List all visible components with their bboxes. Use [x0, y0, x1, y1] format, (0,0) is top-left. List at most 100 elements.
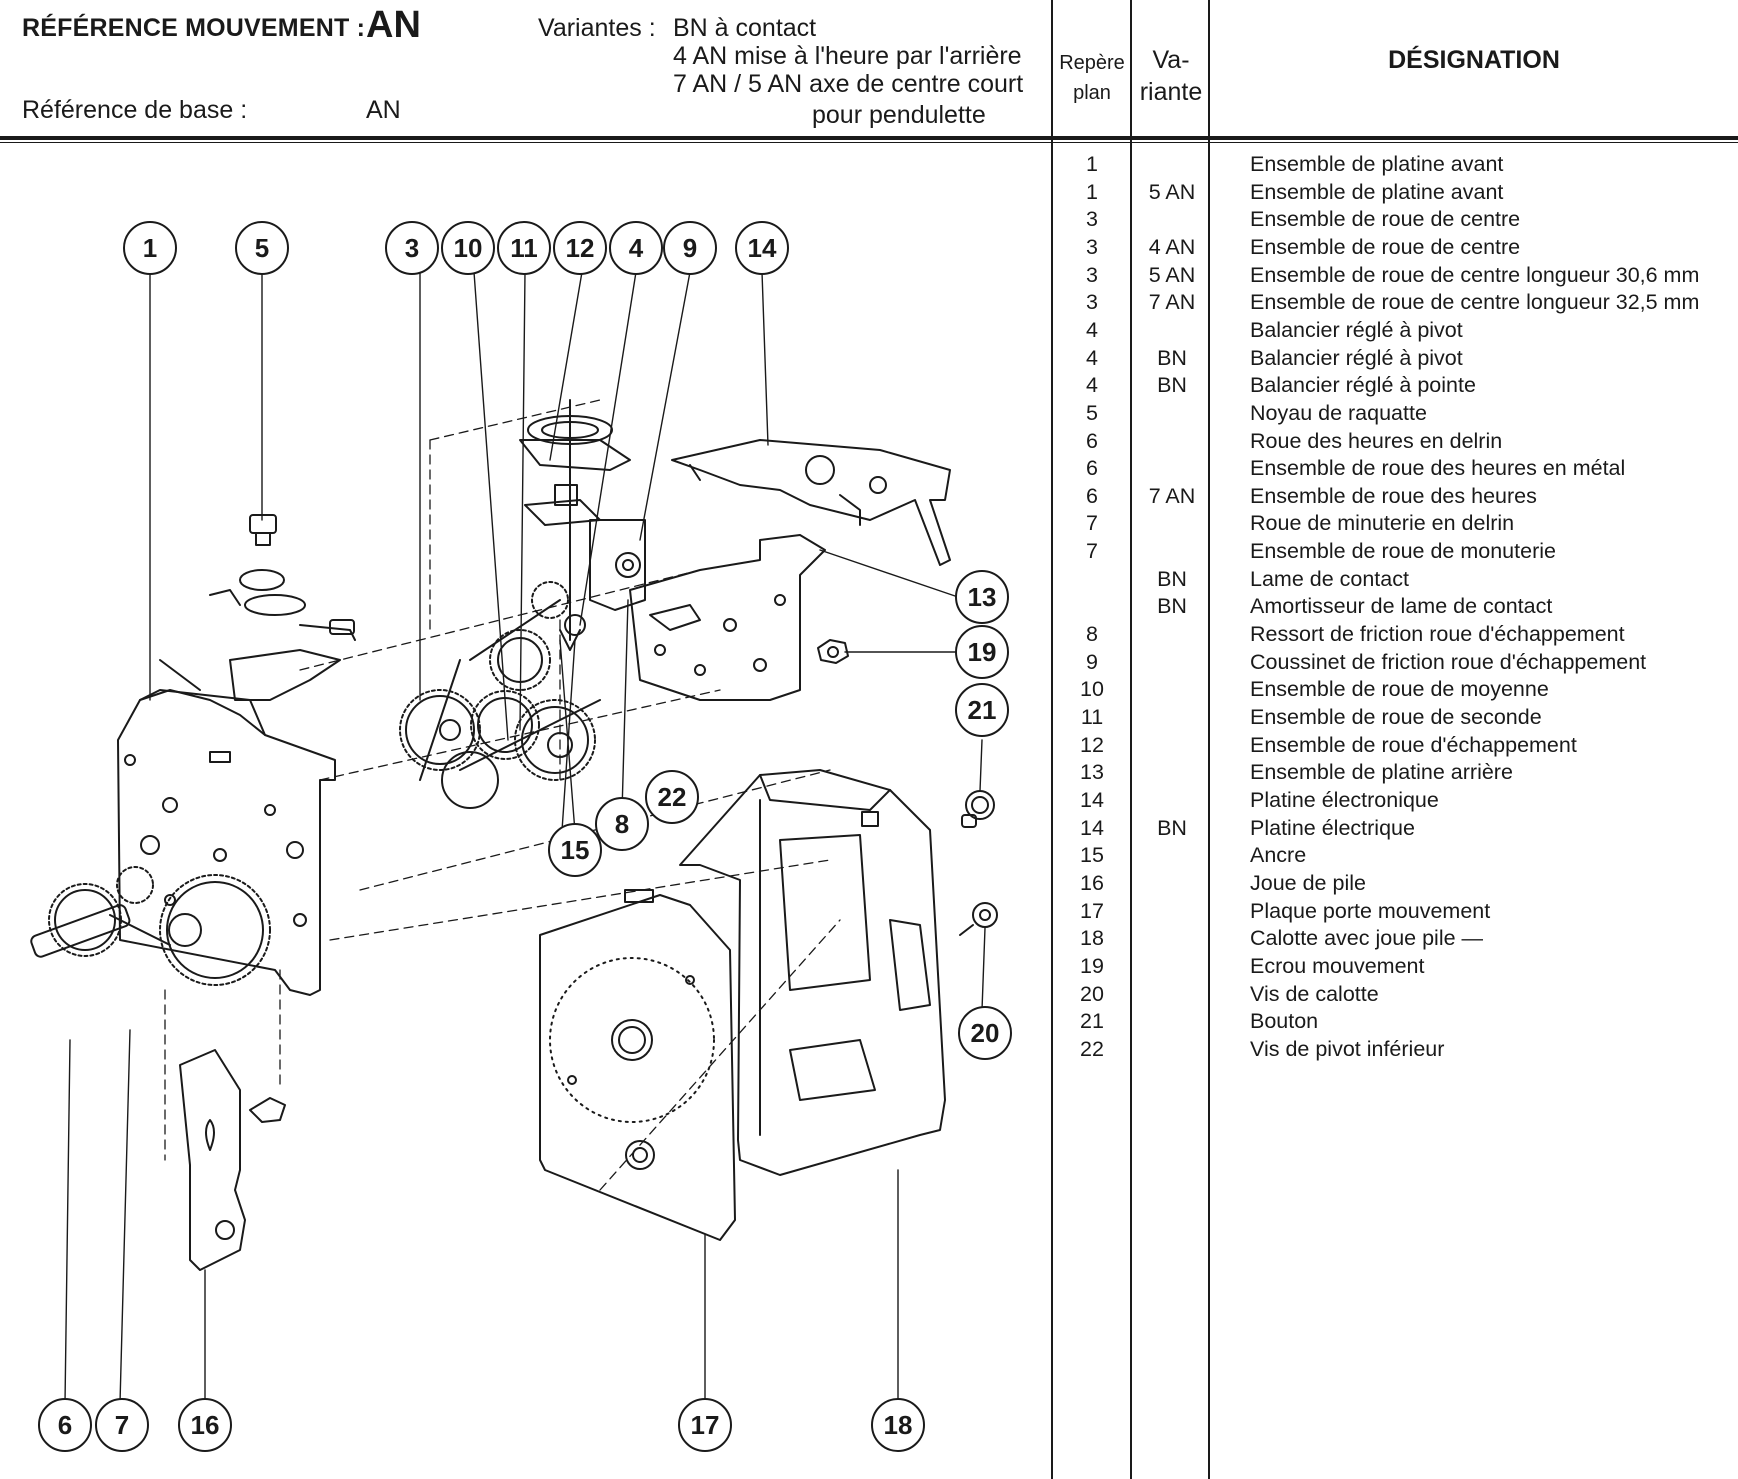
repere-cell: 14 [1080, 787, 1104, 812]
callout-number: 6 [58, 1410, 72, 1440]
reference-value: AN [366, 4, 421, 46]
base-reference-value: AN [366, 96, 401, 124]
callout-number: 1 [143, 233, 157, 263]
callout-number: 11 [510, 233, 538, 263]
callout-number: 17 [691, 1410, 720, 1440]
header-rule [0, 136, 1738, 140]
variante-line: pour pendulette [812, 101, 986, 129]
callout-number: 21 [968, 695, 997, 725]
repere-cell: 21 [1080, 1009, 1104, 1034]
callout-6: 6 [38, 1398, 92, 1452]
hour-wheels [30, 866, 271, 986]
knob [961, 790, 995, 828]
designation-cell: Platine électronique [1250, 787, 1439, 812]
callout-circle [235, 221, 289, 275]
callout-circle [38, 1398, 92, 1452]
callout-number: 4 [629, 233, 644, 263]
callout-11: 11 [497, 221, 551, 275]
designation-cell: Ensemble de roue de centre longueur 30,6… [1250, 262, 1700, 287]
designation-cell: Plaque porte mouvement [1250, 898, 1491, 923]
designation-cell: Lame de contact [1250, 566, 1409, 591]
repere-cell: 4 [1086, 317, 1098, 342]
repere-cell: 19 [1080, 953, 1104, 978]
callout-circle [595, 797, 649, 851]
callout-circle [955, 625, 1009, 679]
balance-bracket [589, 519, 646, 611]
designation-cell: Ressort de friction roue d'échappement [1250, 622, 1625, 647]
table-divider [1208, 0, 1210, 1479]
designation-cell: Ensemble de roue de seconde [1250, 705, 1542, 729]
designation-cell: Ensemble de roue de monuterie [1250, 539, 1556, 564]
variantes-label: Variantes : [538, 14, 656, 42]
designation-cell: Ensemble de roue des heures en métal [1250, 456, 1626, 481]
callout-circle [871, 1398, 925, 1452]
callout-number: 20 [971, 1018, 1000, 1048]
callout-circle [95, 1398, 149, 1452]
callout-circle [123, 221, 177, 275]
variante-cell: 7 AN [1148, 483, 1196, 508]
callout-circle [955, 570, 1009, 624]
column-header-repere-line1: Repère [1059, 52, 1125, 74]
repere-cell: 7 [1086, 539, 1098, 564]
callout-18: 18 [871, 1398, 925, 1452]
designation-cell: Balancier réglé à pointe [1250, 373, 1476, 398]
designation-cell: Ensemble de platine arrière [1250, 760, 1513, 785]
designation-cell: Ensemble de roue de centre longueur 32,5… [1250, 290, 1700, 315]
callout-1: 1 [123, 221, 177, 275]
repere-cell: 13 [1080, 760, 1104, 785]
table-row: 14 Platine électronique [1052, 787, 1738, 815]
callout-circle [735, 221, 789, 275]
variante-cell: 5 AN [1148, 262, 1196, 287]
case-screw [959, 902, 998, 936]
callout-circle [678, 1398, 732, 1452]
callout-8: 8 [595, 797, 649, 851]
repere-cell: 17 [1080, 898, 1104, 923]
repere-cell: 12 [1080, 732, 1104, 757]
designation-cell: Bouton [1250, 1009, 1319, 1034]
designation-cell: Coussinet de friction roue d'échappement [1250, 649, 1647, 674]
designation-cell: Calotte avec joue pile — [1250, 926, 1484, 951]
repere-cell: 5 [1086, 400, 1098, 425]
callout-22: 22 [645, 770, 699, 824]
designation-cell: Ensemble de roue de centre [1250, 207, 1521, 232]
table-row: 6 7 AN Ensemble de roue des heures [1052, 483, 1738, 511]
callout-13: 13 [955, 570, 1009, 624]
repere-cell: 8 [1086, 622, 1098, 647]
callout-circle [645, 770, 699, 824]
header-rule-thin [0, 142, 1738, 143]
callout-number: 19 [968, 637, 997, 667]
callout-number: 5 [255, 233, 269, 263]
callout-number: 22 [658, 782, 687, 812]
movement-nut [817, 639, 849, 664]
callout-circle [958, 1006, 1012, 1060]
movement-holder-plate [539, 889, 736, 1241]
callout-circle [441, 221, 495, 275]
callout-16: 16 [178, 1398, 232, 1452]
variante-line: 4 AN mise à l'heure par l'arrière [673, 42, 1022, 70]
electronic-board [671, 439, 951, 566]
repere-cell: 6 [1086, 483, 1098, 508]
callout-21: 21 [955, 683, 1009, 737]
repere-cell: 10 [1080, 677, 1104, 702]
designation-cell: Amortisseur de lame de contact [1250, 594, 1553, 619]
callout-number: 8 [615, 809, 629, 839]
designation-cell: Ensemble de roue d'échappement [1250, 732, 1577, 757]
callout-5: 5 [235, 221, 289, 275]
variante-cell: BN [1157, 594, 1187, 619]
callout-17: 17 [678, 1398, 732, 1452]
designation-cell: Noyau de raquatte [1250, 400, 1427, 425]
designation-cell: Ensemble de roue des heures [1250, 483, 1537, 508]
callout-3: 3 [385, 221, 439, 275]
variante-cell: BN [1157, 373, 1187, 398]
